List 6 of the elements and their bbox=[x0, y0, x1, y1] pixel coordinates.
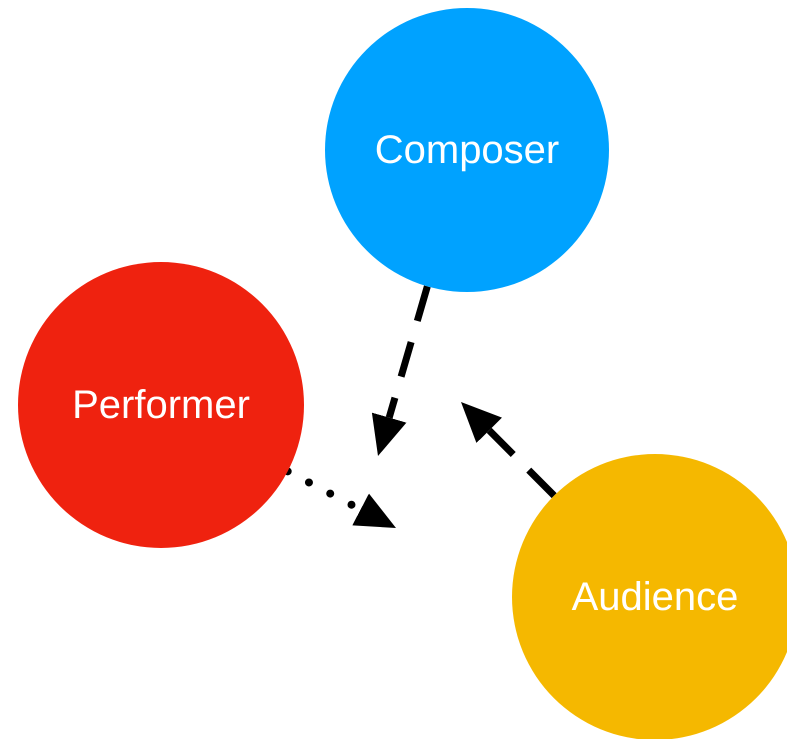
node-label: Composer bbox=[374, 128, 560, 172]
arrow bbox=[372, 285, 431, 456]
arrow bbox=[284, 467, 396, 528]
node-label: Performer bbox=[72, 382, 250, 428]
node-label: Audience bbox=[572, 574, 738, 620]
arrow bbox=[461, 402, 557, 498]
